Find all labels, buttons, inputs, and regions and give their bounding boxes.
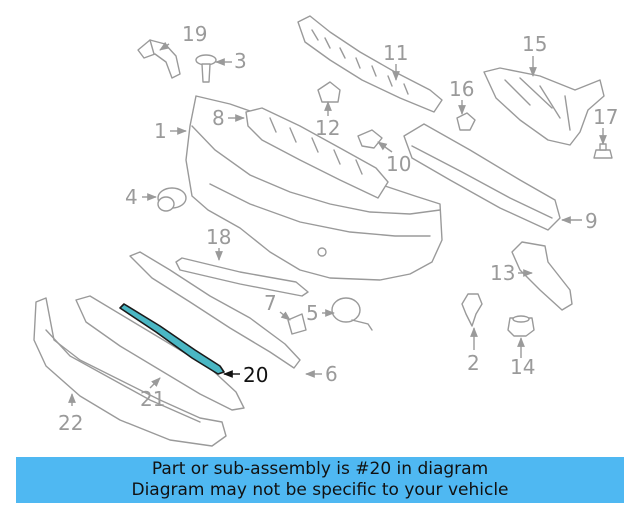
parts-diagram: 19 3 11 15 16 17 1 8 12 10 4 9 18 13 7 5…: [33, 15, 618, 447]
callout-21: 21: [140, 387, 165, 411]
callout-2: 2: [467, 351, 480, 375]
leader-19: [159, 41, 170, 51]
part-4: [157, 187, 187, 212]
part-20-highlighted: [119, 303, 225, 375]
part-13: [511, 241, 573, 311]
part-18: [175, 257, 309, 297]
part-14: [507, 315, 535, 337]
leader-10: [377, 141, 393, 153]
leader-7: [279, 311, 291, 321]
part-16: [456, 112, 476, 131]
leader-21: [149, 377, 161, 389]
callout-13: 13: [490, 261, 515, 285]
part-10: [357, 129, 383, 149]
callout-10: 10: [386, 152, 411, 176]
part-7: [287, 313, 307, 335]
callout-12: 12: [315, 116, 340, 140]
part-12: [317, 81, 341, 103]
part-6: [129, 251, 301, 369]
callout-3: 3: [234, 49, 247, 73]
callout-15: 15: [522, 32, 547, 56]
callout-16: 16: [449, 77, 474, 101]
part-3: [195, 54, 217, 83]
part-15: [483, 67, 605, 146]
callout-22: 22: [58, 411, 83, 435]
part-21: [75, 295, 245, 411]
part-17: [593, 143, 613, 159]
callout-18: 18: [206, 225, 231, 249]
part-5: [331, 297, 373, 331]
callout-14: 14: [510, 355, 535, 379]
info-banner: Part or sub-assembly is #20 in diagram D…: [16, 457, 624, 503]
banner-line-part: Part or sub-assembly is #20 in diagram: [151, 459, 489, 479]
part-19: [137, 39, 181, 79]
part-9: [403, 123, 561, 231]
callout-8: 8: [212, 106, 225, 130]
callout-17: 17: [593, 105, 618, 129]
callout-5: 5: [306, 301, 319, 325]
callout-6: 6: [325, 362, 338, 386]
callout-19: 19: [182, 22, 207, 46]
callout-7: 7: [264, 291, 277, 315]
callout-4: 4: [125, 185, 138, 209]
callout-9: 9: [585, 209, 598, 233]
callout-20: 20: [243, 363, 268, 387]
part-8: [245, 107, 389, 199]
callout-11: 11: [383, 41, 408, 65]
part-11: [297, 15, 443, 113]
part-22: [33, 297, 227, 447]
callout-1: 1: [154, 119, 167, 143]
part-2: [461, 293, 483, 327]
banner-line-disclaimer: Diagram may not be specific to your vehi…: [131, 480, 509, 500]
